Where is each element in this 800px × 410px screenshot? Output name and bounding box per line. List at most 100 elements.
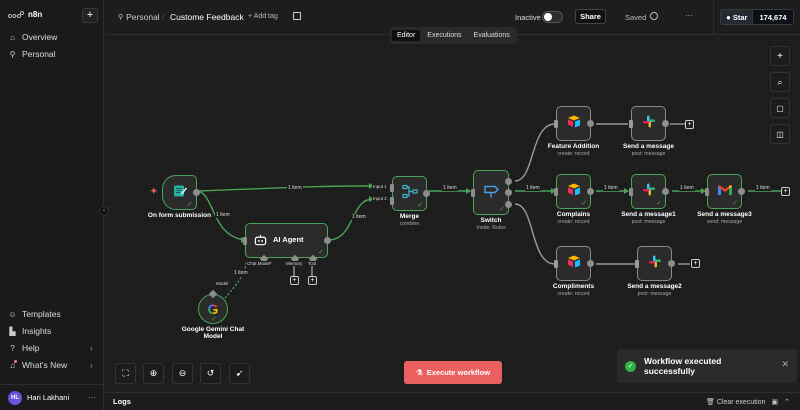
collapse-sidebar-button[interactable]: ‹ [99,206,109,216]
input-port[interactable] [554,120,558,128]
output-port[interactable] [662,188,669,195]
sidebar-item-templates[interactable]: ☺ Templates [8,309,60,319]
trigger-icon: ✦ [150,186,158,196]
sidebar-item-insights[interactable]: ▙ Insights [8,326,51,336]
input-port[interactable] [705,188,709,196]
history-icon[interactable] [650,12,658,20]
n8n-logo[interactable]: n8n [8,10,42,19]
add-node-button[interactable]: + [685,120,694,129]
sidebar-item-personal[interactable]: ⚲ Personal [8,49,56,59]
edge-label: 1 item [233,270,249,276]
node-google-gemini-chat-model[interactable]: G ✓ Google Gemini Chat Model [182,289,244,340]
add-memory-button[interactable]: + [290,276,299,285]
share-button[interactable]: Share [575,9,606,24]
success-toast: ✓ Workflow executed successfully ✕ [617,349,797,383]
add-node-button[interactable]: + [781,187,790,196]
breadcrumb-project[interactable]: ⚲ Personal [118,12,160,22]
input-port-2[interactable] [390,197,394,205]
popout-icon[interactable]: ▣ [771,398,779,406]
input-port[interactable] [629,120,633,128]
search-icon: ⌕ [777,76,783,87]
output-port[interactable] [423,190,430,197]
output-port-2[interactable] [505,201,512,208]
workflow-canvas[interactable]: ✦ ✓ On form submission AI Agent ✓ Chat M… [105,36,800,392]
sticky-note-icon: ▢ [776,103,784,113]
edge-label: 1 item [525,185,541,191]
output-port[interactable] [193,189,200,196]
edge-label: 1 item [351,214,367,220]
input-port[interactable] [635,260,639,268]
zoom-out-button[interactable]: ⊖ [172,363,193,384]
sidebar-item-whats-new[interactable]: ♫ What's New › [8,359,104,370]
success-check-icon: ✓ [656,200,662,207]
more-options-button[interactable]: ··· [685,11,693,20]
sidebar-item-overview[interactable]: ⌂ Overview [8,32,57,42]
active-toggle[interactable] [542,11,563,23]
output-port[interactable] [587,120,594,127]
success-check-icon: ✓ [732,200,738,207]
input-port[interactable] [243,237,247,245]
logs-bar[interactable]: Logs 🗑 Clear execution ▣ ⌃ [105,392,800,410]
breadcrumb-project-label: Personal [126,12,160,22]
output-port[interactable] [662,120,669,127]
close-toast-button[interactable]: ✕ [781,359,789,369]
node-on-form-submission[interactable]: ✓ On form submission [148,175,211,219]
execute-workflow-button[interactable]: ⚗ Execute workflow [404,361,502,384]
toggle-knob [544,13,552,21]
add-tag-button[interactable]: + Add tag [248,13,278,20]
create-button[interactable]: + [82,8,98,23]
input-port-1[interactable] [390,184,394,192]
external-link-icon[interactable] [293,12,301,20]
user-menu[interactable]: HL Hari Lakhani ··· [0,384,104,410]
output-port[interactable] [324,237,331,244]
chevron-up-icon[interactable]: ⌃ [784,398,790,406]
add-node-panel-button[interactable]: + [770,46,790,66]
zoom-in-button[interactable]: ⊕ [143,363,164,384]
node-label: Google Gemini Chat Model [181,326,245,340]
clear-execution-button[interactable]: 🗑 Clear execution [706,398,766,406]
success-check-icon: ✓ [211,316,217,323]
slack-icon [648,254,662,273]
input-port[interactable] [554,188,558,196]
input-port[interactable] [629,188,633,196]
output-port[interactable] [587,188,594,195]
output-port[interactable] [738,188,745,195]
input-port[interactable] [471,189,475,197]
tidy-up-button[interactable]: ➹ [229,363,250,384]
workflow-title[interactable]: Custome Feedback [170,12,244,22]
add-tool-button[interactable]: + [308,276,317,285]
tab-evaluations[interactable]: Evaluations [473,32,510,39]
user-more-button[interactable]: ··· [88,393,96,402]
success-check-icon: ✓ [581,200,587,207]
tab-editor[interactable]: Editor [392,30,421,41]
output-port[interactable] [587,260,594,267]
output-port[interactable] [668,260,675,267]
github-star-button[interactable]: ●Star 174,674 [720,9,794,25]
sticky-note-button[interactable]: ▢ [770,98,790,118]
output-port-1[interactable] [505,189,512,196]
home-icon: ⌂ [10,32,15,42]
chevron-right-icon: › [90,343,93,353]
reset-zoom-button[interactable]: ↺ [200,363,221,384]
search-button[interactable]: ⌕ [770,72,790,92]
toggle-panel-button[interactable]: ◫ [770,124,790,144]
fit-view-button[interactable]: ⛶ [115,363,136,384]
sidebar-item-help[interactable]: ? Help › [8,343,104,353]
tab-executions[interactable]: Executions [427,32,462,39]
app-name: n8n [28,10,43,19]
node-ai-agent[interactable]: AI Agent ✓ [243,223,331,264]
input-port[interactable] [554,260,558,268]
add-node-button[interactable]: + [691,259,700,268]
view-tabs: Editor Executions Evaluations [390,27,517,44]
output-port-0[interactable] [505,178,512,185]
